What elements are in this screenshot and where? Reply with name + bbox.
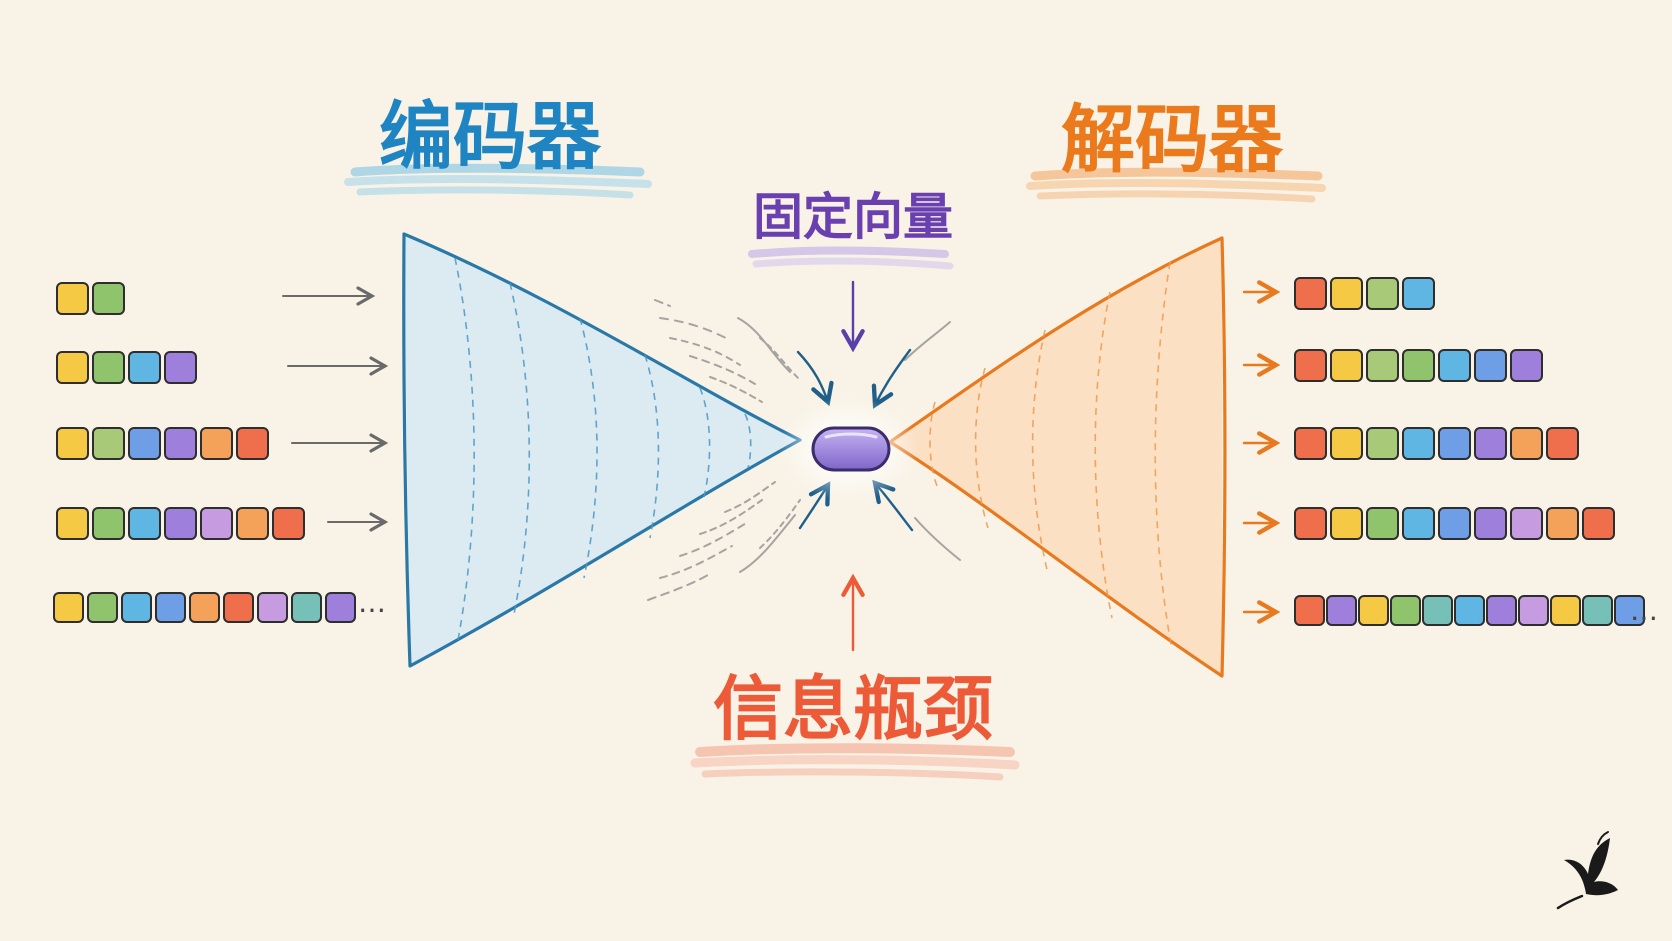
bottleneck-underline <box>690 743 1020 781</box>
input-token <box>164 507 197 540</box>
output-token <box>1326 595 1357 626</box>
input-arrows <box>282 286 389 532</box>
input-token <box>164 427 197 460</box>
output-token <box>1330 277 1363 310</box>
output-token <box>1474 349 1507 382</box>
output-token <box>1294 427 1327 460</box>
input-token <box>325 592 356 623</box>
output-token <box>1402 349 1435 382</box>
flow-wisps <box>647 299 961 601</box>
input-token <box>236 427 269 460</box>
input-token <box>53 592 84 623</box>
output-row-5 <box>1294 595 1645 626</box>
output-token <box>1330 427 1363 460</box>
input-token <box>128 507 161 540</box>
fixed-vector-underline <box>748 246 954 270</box>
input-token <box>257 592 288 623</box>
output-token <box>1546 427 1579 460</box>
input-row-1 <box>56 282 125 315</box>
input-ellipsis: … <box>358 586 386 619</box>
output-token <box>1294 349 1327 382</box>
input-token <box>56 507 89 540</box>
input-token <box>155 592 186 623</box>
output-token <box>1402 427 1435 460</box>
decoder-label: 解码器 <box>1061 97 1284 183</box>
output-row-3 <box>1294 427 1579 460</box>
input-token <box>92 427 125 460</box>
output-token <box>1402 277 1435 310</box>
output-token <box>1366 277 1399 310</box>
output-ellipsis: … <box>1630 594 1658 627</box>
output-token <box>1330 507 1363 540</box>
output-token <box>1294 277 1327 310</box>
output-token <box>1366 349 1399 382</box>
output-token <box>1366 507 1399 540</box>
output-token <box>1454 595 1485 626</box>
input-token <box>92 282 125 315</box>
arrow-upper-right <box>871 348 912 409</box>
input-token <box>87 592 118 623</box>
output-token <box>1438 427 1471 460</box>
output-token <box>1510 349 1543 382</box>
input-token <box>189 592 220 623</box>
fixed-vector-capsule <box>779 397 919 501</box>
output-token <box>1582 595 1613 626</box>
output-token <box>1358 595 1389 626</box>
input-token <box>200 427 233 460</box>
output-token <box>1422 595 1453 626</box>
input-token-rows <box>53 282 356 623</box>
input-row-4 <box>56 507 305 540</box>
output-token <box>1438 349 1471 382</box>
output-arrows <box>1242 280 1281 624</box>
output-token <box>1546 507 1579 540</box>
output-token <box>1474 427 1507 460</box>
output-token <box>1614 595 1645 626</box>
input-token <box>56 427 89 460</box>
output-row-2 <box>1294 349 1543 382</box>
input-token <box>56 282 89 315</box>
input-token <box>121 592 152 623</box>
output-token <box>1390 595 1421 626</box>
input-token <box>56 351 89 384</box>
butterfly-logo <box>1556 831 1618 910</box>
output-token <box>1294 595 1325 626</box>
output-row-1 <box>1294 277 1435 310</box>
output-token <box>1582 507 1615 540</box>
output-token <box>1330 349 1363 382</box>
output-token <box>1510 507 1543 540</box>
input-token <box>291 592 322 623</box>
arrow-upper-left <box>796 350 834 407</box>
output-token <box>1294 507 1327 540</box>
output-token <box>1438 507 1471 540</box>
bottleneck-label: 信息瓶颈 <box>713 668 993 750</box>
input-token <box>92 507 125 540</box>
output-token <box>1474 507 1507 540</box>
output-token-rows <box>1294 277 1645 626</box>
output-row-4 <box>1294 507 1615 540</box>
output-token <box>1518 595 1549 626</box>
input-token <box>128 351 161 384</box>
input-token <box>272 507 305 540</box>
input-token <box>164 351 197 384</box>
output-token <box>1486 595 1517 626</box>
encoder-underline <box>344 163 652 199</box>
fixed-vector-label: 固定向量 <box>753 188 953 246</box>
input-token <box>128 427 161 460</box>
input-token <box>200 507 233 540</box>
output-token <box>1550 595 1581 626</box>
input-row-5 <box>53 592 356 623</box>
output-token <box>1366 427 1399 460</box>
encoder-funnel <box>402 232 802 668</box>
input-token <box>92 351 125 384</box>
output-token <box>1510 427 1543 460</box>
decoder-funnel <box>888 236 1227 678</box>
input-row-3 <box>56 427 269 460</box>
encoder-label: 编码器 <box>379 94 602 180</box>
decoder-underline <box>1026 167 1326 203</box>
output-token <box>1402 507 1435 540</box>
input-token <box>236 507 269 540</box>
input-token <box>223 592 254 623</box>
input-row-2 <box>56 351 197 384</box>
